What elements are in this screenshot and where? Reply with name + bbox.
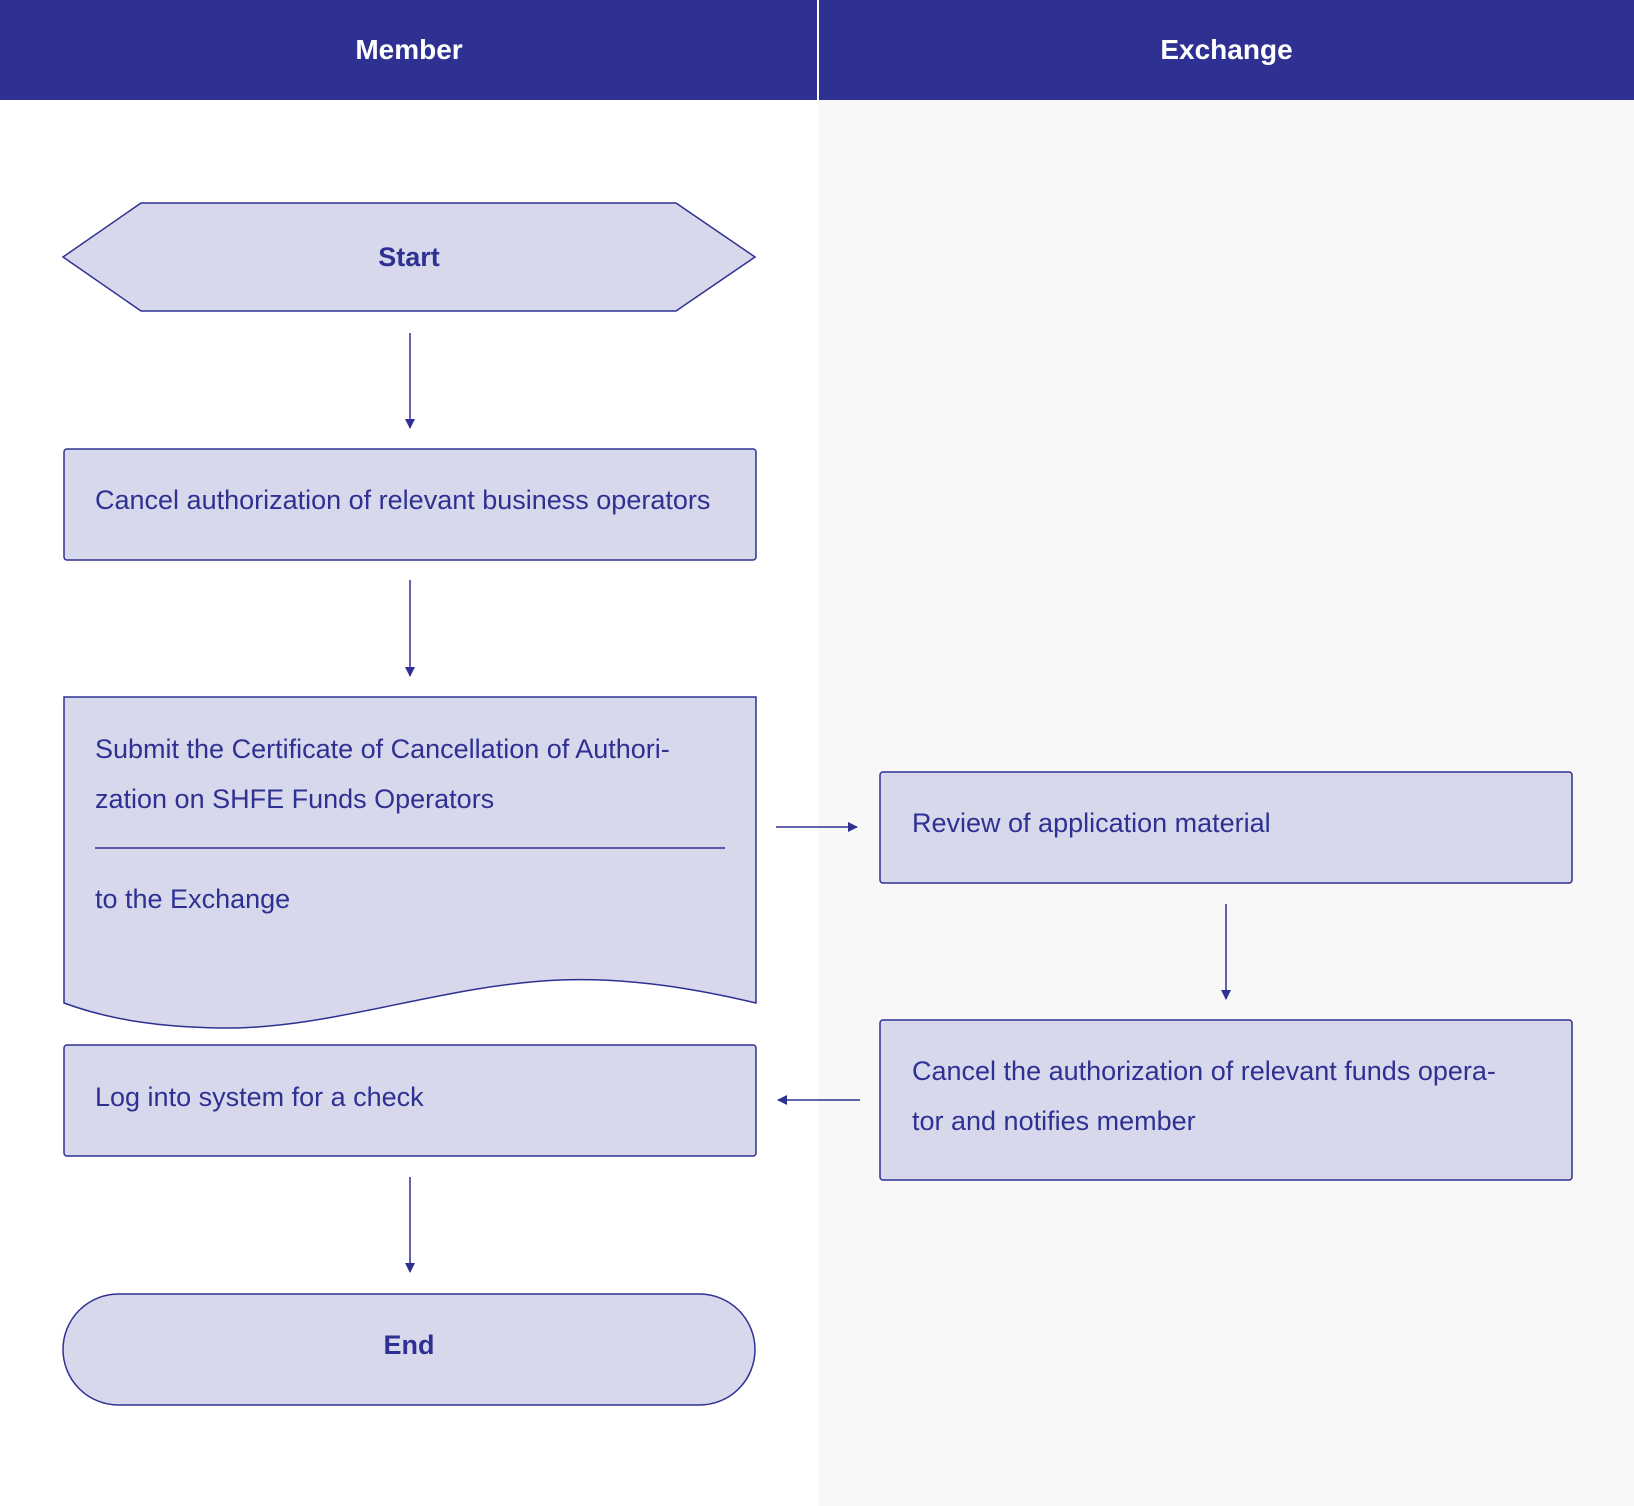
cancel-authorization-node-shape [63,448,757,561]
cancel-authorization-label: Cancel authorization of relevant busines… [95,485,711,515]
start-node-shape [61,202,757,312]
review-node-shape [879,771,1573,884]
login-node-shape [63,1044,757,1157]
cancel-funds-node-shape [879,1019,1573,1181]
login-label: Log into system for a check [95,1082,424,1112]
review-label: Review of application material [912,808,1271,838]
submit-certificate-node-shape [63,696,757,1029]
cancel-funds-label-line2: tor and notifies member [912,1106,1196,1136]
lane-divider [817,0,819,100]
end-node-shape [62,1293,756,1406]
exchange-lane [818,0,1634,1506]
member-lane-title: Member [355,34,463,65]
exchange-lane-title: Exchange [1160,34,1293,65]
submit-certificate-label-line1: Submit the Certificate of Cancellation o… [95,734,670,764]
cancel-funds-label-line1: Cancel the authorization of relevant fun… [912,1056,1496,1086]
submit-certificate-label-line3: to the Exchange [95,884,291,914]
member-lane-header: Member [0,0,818,100]
end-node-label: End [383,1330,435,1360]
start-node-label: Start [378,242,440,272]
exchange-lane-header: Exchange [819,0,1634,100]
submit-certificate-label-line2: zation on SHFE Funds Operators [95,784,495,814]
